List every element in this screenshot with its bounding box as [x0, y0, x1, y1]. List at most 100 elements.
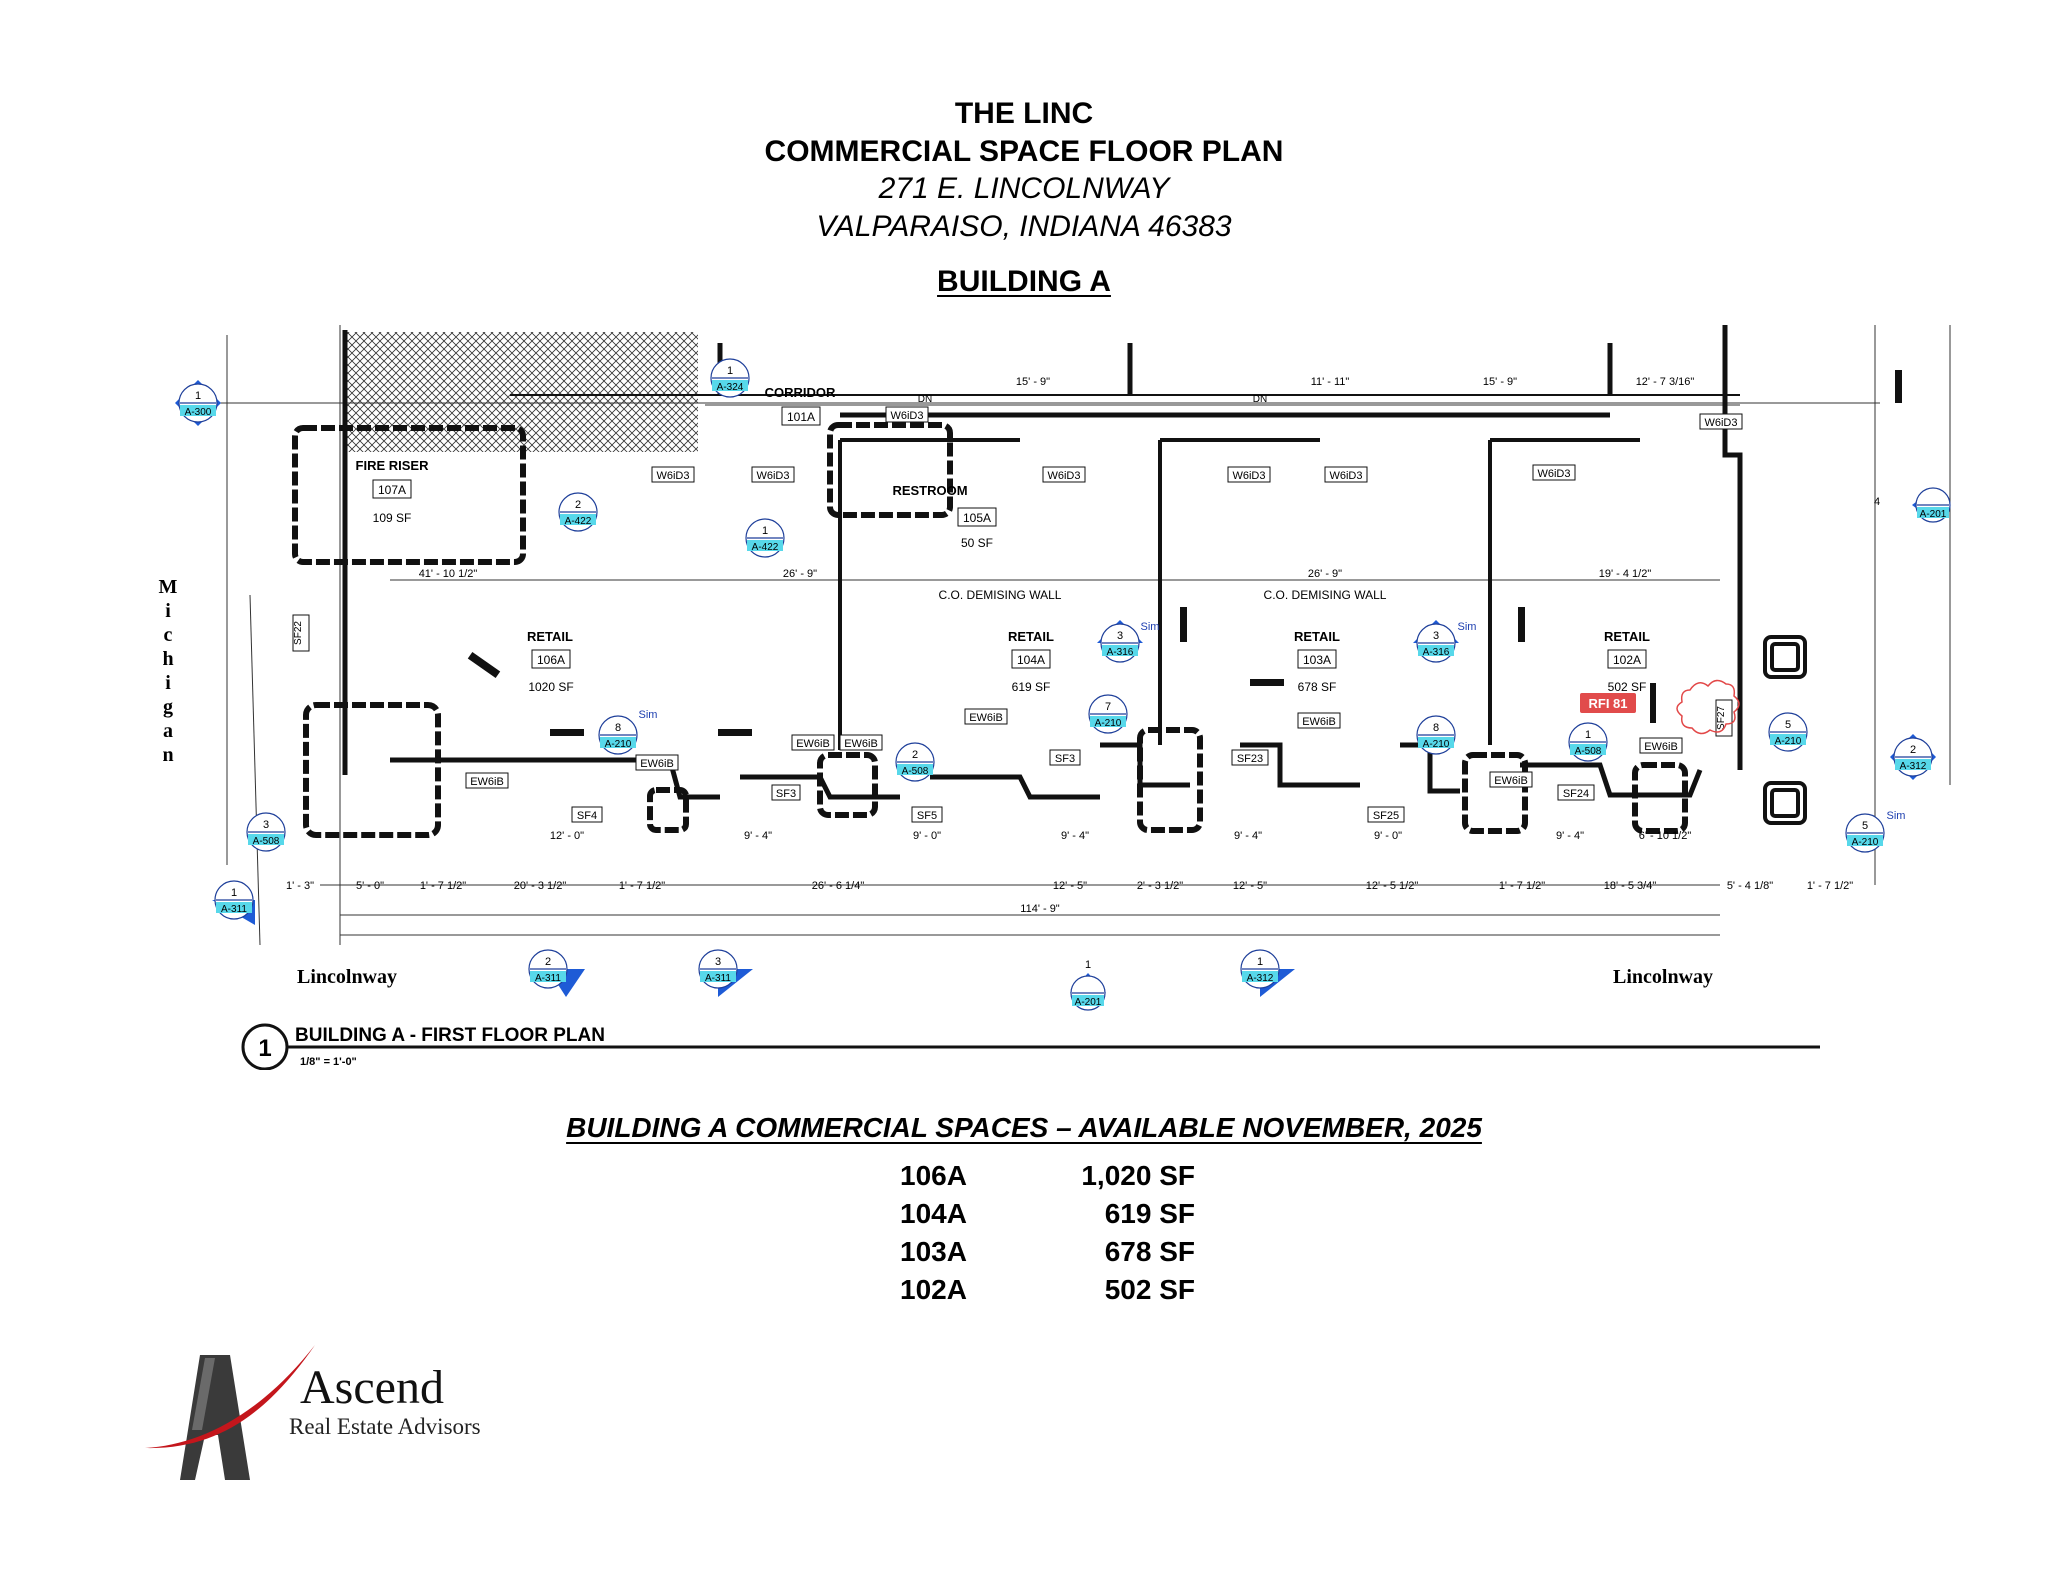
dimension-label: 12' - 5" — [1233, 880, 1267, 892]
wall-tag: EW6iB — [640, 758, 674, 770]
address-line: 271 E. LINCOLNWAY — [878, 172, 1170, 205]
dimension-label: 2' - 3 1/2" — [1137, 880, 1183, 892]
unit-list: 106A 1,020 SF 104A 619 SF 103A 678 SF 10… — [900, 1160, 1220, 1312]
section-marker: 1 A-312 — [1240, 949, 1295, 997]
storefront-tag: SF4 — [577, 810, 597, 822]
street-label-left: Lincolnway — [297, 966, 397, 988]
svg-text:g: g — [163, 696, 173, 718]
svg-text:A-508: A-508 — [902, 766, 929, 777]
room-area: 109 SF — [373, 511, 412, 525]
svg-text:A-311: A-311 — [535, 973, 561, 984]
wall-tag: W6iD3 — [1704, 417, 1737, 429]
svg-text:2: 2 — [912, 749, 918, 761]
dimension-label: 9' - 0" — [1374, 830, 1402, 842]
room-type-label: RETAIL — [1604, 629, 1650, 644]
svg-text:1: 1 — [762, 525, 768, 537]
room-type-label: RETAIL — [1294, 629, 1340, 644]
room-type-label: FIRE RISER — [356, 458, 430, 473]
svg-text:A-508: A-508 — [1575, 746, 1602, 757]
unit-row: 102A 502 SF — [900, 1274, 1220, 1312]
svg-text:A-508: A-508 — [253, 836, 280, 847]
dimension-label: 15' - 9" — [1016, 376, 1050, 388]
wall-tag: W6iD3 — [1047, 470, 1080, 482]
dimension-label: 1' - 3" — [286, 880, 314, 892]
street-label-side: M i c h i g a n — [159, 576, 178, 766]
dimension-label: 26' - 6 1/4" — [812, 880, 865, 892]
section-marker: 1 A-201 — [1070, 959, 1106, 1011]
fire-riser-outline — [292, 425, 526, 565]
dimension-label: 41' - 10 1/2" — [419, 568, 478, 580]
detail-marker: 8 A-210 — [1416, 715, 1456, 755]
availability-heading: BUILDING A COMMERCIAL SPACES – AVAILABLE… — [566, 1112, 1482, 1143]
wall-tag: EW6iB — [844, 738, 878, 750]
wall-tag: W6iD3 — [1537, 468, 1570, 480]
unit-id: 102A — [900, 1274, 967, 1305]
svg-text:1: 1 — [1257, 956, 1263, 968]
storefront-tag: SF23 — [1237, 753, 1263, 765]
document-subtitle: COMMERCIAL SPACE FLOOR PLAN — [764, 135, 1284, 168]
dimension-label: 12' - 7 3/16" — [1636, 376, 1695, 388]
detail-marker: 2 A-422 — [558, 492, 598, 532]
unit-area: 1,020 SF — [1081, 1160, 1195, 1191]
room-area: 1020 SF — [528, 680, 573, 694]
wall-tag: W6iD3 — [656, 470, 689, 482]
room-id: 104A — [1017, 653, 1045, 667]
svg-text:3: 3 — [263, 819, 269, 831]
unit-id: 104A — [900, 1198, 967, 1229]
svg-text:n: n — [162, 744, 173, 766]
detail-marker: 3 A-508 — [246, 812, 286, 852]
svg-text:BUILDING A - FIRST FLOOR PLAN: BUILDING A - FIRST FLOOR PLAN — [295, 1025, 605, 1046]
room-area: 502 SF — [1608, 680, 1647, 694]
svg-text:a: a — [163, 720, 173, 742]
svg-text:2: 2 — [1910, 744, 1916, 756]
svg-text:1: 1 — [231, 887, 237, 899]
svg-text:A-210: A-210 — [1852, 837, 1879, 848]
unit-id: 106A — [900, 1160, 967, 1191]
detail-marker: 1 A-324 — [710, 358, 750, 398]
section-marker: 1 A-311 — [212, 880, 255, 925]
room-id: 102A — [1613, 653, 1641, 667]
dimension-label: 1' - 7 1/2" — [1807, 880, 1853, 892]
svg-text:1: 1 — [1585, 729, 1591, 741]
svg-text:1: 1 — [1085, 959, 1091, 971]
section-marker: 3 A-311 — [698, 949, 753, 997]
svg-text:A-201: A-201 — [1075, 997, 1102, 1008]
svg-text:Sim: Sim — [639, 709, 658, 721]
svg-text:3: 3 — [715, 956, 721, 968]
svg-text:A-316: A-316 — [1423, 647, 1450, 658]
dimension-label: 20' - 3 1/2" — [514, 880, 567, 892]
rfi-tag: RFI 81 — [1588, 696, 1627, 711]
room-type-label: RESTROOM — [892, 483, 967, 498]
overall-dimension: 114' - 9" — [1020, 903, 1060, 915]
detail-marker: 7 A-210 — [1088, 694, 1128, 734]
svg-text:A-324: A-324 — [717, 382, 744, 393]
wall-tag: EW6iB — [969, 712, 1003, 724]
document-title: THE LINC — [954, 97, 1094, 130]
dimension-label: 15' - 9" — [1483, 376, 1517, 388]
storefront-tag: SF3 — [1055, 753, 1075, 765]
svg-text:A-311: A-311 — [221, 904, 247, 915]
svg-text:M: M — [159, 576, 178, 598]
dimension-label: 6' - 10 1/2" — [1639, 830, 1692, 842]
detail-marker: 5 A-210 — [1768, 712, 1808, 752]
unit-row: 103A 678 SF — [900, 1236, 1220, 1274]
dimension-label: 11' - 11" — [1311, 376, 1350, 388]
storefront-tag: SF24 — [1563, 788, 1589, 800]
storefront-tag: SF5 — [917, 810, 937, 822]
wall-tag: W6iD3 — [1329, 470, 1362, 482]
plan-caption: 1 BUILDING A - FIRST FLOOR PLAN 1/8" = 1… — [241, 1023, 1820, 1070]
demising-wall-label: C.O. DEMISING WALL — [1264, 588, 1387, 602]
detail-marker: 1 A-422 — [745, 518, 785, 558]
ascend-logo-icon — [145, 1345, 315, 1480]
corridor-id: 101A — [787, 410, 815, 424]
section-marker: 3 A-316 Sim — [1413, 620, 1476, 663]
unit-row: 104A 619 SF — [900, 1198, 1220, 1236]
room-area: 678 SF — [1298, 680, 1337, 694]
svg-text:A-422: A-422 — [752, 542, 779, 553]
dimension-label: 9' - 0" — [913, 830, 941, 842]
section-marker: 3 A-316 Sim — [1097, 620, 1159, 663]
unit-id: 103A — [900, 1236, 967, 1267]
dimension-label: 26' - 9" — [1308, 568, 1342, 580]
floor-plan-drawing: FIRE RISER RESTROOM RETAIL RETAIL RETAIL… — [159, 325, 1951, 1070]
wall-tag: W6iD3 — [756, 470, 789, 482]
